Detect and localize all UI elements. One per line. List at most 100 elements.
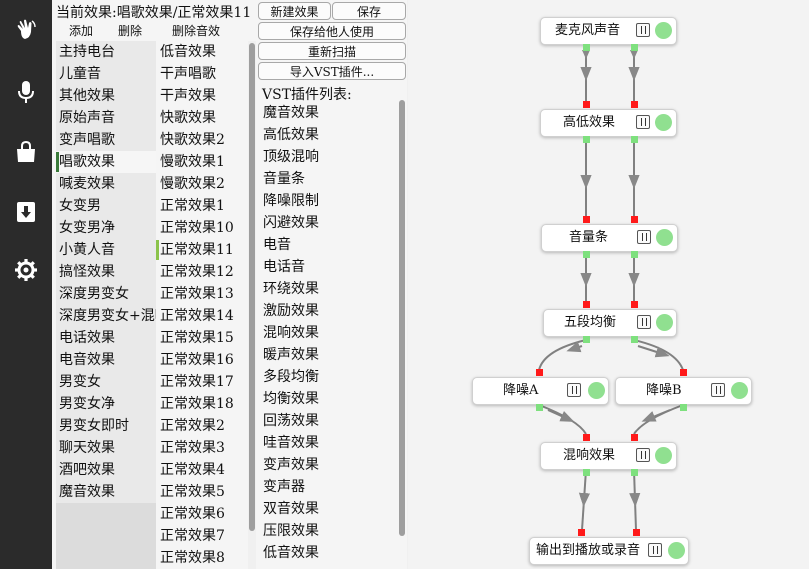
output-port[interactable] <box>583 251 590 258</box>
input-port[interactable] <box>631 101 638 108</box>
vst-plugin-item[interactable]: 变声器 <box>263 479 305 495</box>
category-item[interactable]: 深度男变女 <box>56 283 156 305</box>
category-item[interactable]: 电音效果 <box>56 349 156 371</box>
new-effect-button[interactable]: 新建效果 <box>258 2 331 20</box>
input-port[interactable] <box>631 434 638 441</box>
output-port[interactable] <box>583 44 590 51</box>
sidebar-settings-button[interactable] <box>0 248 52 292</box>
preset-item[interactable]: 正常效果2 <box>160 418 225 434</box>
preset-item[interactable]: 正常效果8 <box>160 550 225 566</box>
vst-plugin-item[interactable]: 高低效果 <box>263 127 319 143</box>
output-port[interactable] <box>583 336 590 343</box>
category-item[interactable]: 男变女净 <box>56 393 156 415</box>
preset-item[interactable]: 正常效果7 <box>160 528 225 544</box>
enable-indicator[interactable] <box>588 382 605 399</box>
enable-indicator[interactable] <box>655 114 672 131</box>
enable-indicator[interactable] <box>656 229 673 246</box>
preset-item[interactable]: 正常效果6 <box>160 506 225 522</box>
vst-plugin-item[interactable]: 激励效果 <box>263 303 319 319</box>
category-item[interactable]: 小黄人音 <box>56 239 156 261</box>
preset-item[interactable]: 正常效果16 <box>160 352 234 368</box>
input-port[interactable] <box>583 434 590 441</box>
preset-item[interactable]: 干声效果 <box>160 88 216 104</box>
sidebar-effects-button[interactable] <box>0 8 52 52</box>
rescan-button[interactable]: 重新扫描 <box>258 42 406 60</box>
add-button[interactable]: 添加 <box>69 24 94 38</box>
category-item[interactable]: 酒吧效果 <box>56 459 156 481</box>
output-port[interactable] <box>631 136 638 143</box>
input-port[interactable] <box>578 529 585 536</box>
input-port[interactable] <box>583 101 590 108</box>
vst-plugin-item[interactable]: 混响效果 <box>263 325 319 341</box>
preset-item[interactable]: 正常效果11 <box>156 239 248 261</box>
vst-plugin-item[interactable]: 哇音效果 <box>263 435 319 451</box>
category-item[interactable]: 唱歌效果 <box>56 151 156 173</box>
node-denoise-b[interactable]: 降噪B <box>615 377 752 405</box>
sidebar-microphone-button[interactable] <box>0 70 52 114</box>
output-port[interactable] <box>583 136 590 143</box>
delete-button[interactable]: 删除 <box>118 24 143 38</box>
vst-plugin-item[interactable]: 顶级混响 <box>263 149 319 165</box>
preset-item[interactable]: 正常效果15 <box>160 330 234 346</box>
output-port[interactable] <box>631 336 638 343</box>
category-item[interactable]: 男变女 <box>56 371 156 393</box>
vst-plugin-item[interactable]: 环绕效果 <box>263 281 319 297</box>
output-port[interactable] <box>583 469 590 476</box>
category-item[interactable]: 主持电台 <box>56 41 156 63</box>
output-port[interactable] <box>631 469 638 476</box>
preset-item[interactable]: 慢歌效果2 <box>160 176 225 192</box>
input-port[interactable] <box>631 216 638 223</box>
preset-item[interactable]: 正常效果10 <box>160 220 234 236</box>
preset-item[interactable]: 正常效果1 <box>160 198 225 214</box>
enable-indicator[interactable] <box>655 22 672 39</box>
enable-indicator[interactable] <box>655 447 672 464</box>
category-item[interactable]: 变声唱歌 <box>56 129 156 151</box>
category-item[interactable]: 原始声音 <box>56 107 156 129</box>
settings-icon[interactable] <box>636 115 650 129</box>
enable-indicator[interactable] <box>731 382 748 399</box>
category-item[interactable]: 女变男净 <box>56 217 156 239</box>
category-item[interactable]: 喊麦效果 <box>56 173 156 195</box>
input-port[interactable] <box>583 301 590 308</box>
preset-item[interactable]: 正常效果12 <box>160 264 234 280</box>
vst-plugin-item[interactable]: 低音效果 <box>263 545 319 561</box>
import-vst-button[interactable]: 导入VST插件... <box>258 62 406 80</box>
settings-icon[interactable] <box>567 383 581 397</box>
vst-plugin-item[interactable]: 闪避效果 <box>263 215 319 231</box>
preset-item[interactable]: 正常效果5 <box>160 484 225 500</box>
input-port[interactable] <box>631 301 638 308</box>
input-port[interactable] <box>633 529 640 536</box>
category-item[interactable]: 其他效果 <box>56 85 156 107</box>
vst-plugin-item[interactable]: 音量条 <box>263 171 305 187</box>
vst-plugin-item[interactable]: 回荡效果 <box>263 413 319 429</box>
vst-plugin-item[interactable]: 双音效果 <box>263 501 319 517</box>
vst-plugin-item[interactable]: 多段均衡 <box>263 369 319 385</box>
vst-plugin-item[interactable]: 暖声效果 <box>263 347 319 363</box>
category-item[interactable]: 搞怪效果 <box>56 261 156 283</box>
vst-scrollbar[interactable] <box>399 100 405 536</box>
settings-icon[interactable] <box>711 383 725 397</box>
node-denoise-a[interactable]: 降噪A <box>472 377 609 405</box>
vst-plugin-item[interactable]: 魔音效果 <box>263 105 319 121</box>
preset-item[interactable]: 快歌效果 <box>160 110 216 126</box>
preset-item[interactable]: 正常效果14 <box>160 308 234 324</box>
input-port[interactable] <box>536 369 543 376</box>
input-port[interactable] <box>583 216 590 223</box>
node-output[interactable]: 输出到播放或录音 <box>529 537 689 565</box>
sidebar-download-button[interactable] <box>0 190 52 234</box>
effect-graph-canvas[interactable]: 麦克风声音 高低效果 音量条 五段均衡 降噪A 降噪B 混响效果 输出到播放或录… <box>408 0 809 569</box>
preset-scrollbar[interactable] <box>248 41 256 569</box>
vst-plugin-item[interactable]: 电音 <box>263 237 291 253</box>
node-mic[interactable]: 麦克风声音 <box>540 17 677 45</box>
vst-plugin-item[interactable]: 降噪限制 <box>263 193 319 209</box>
category-item[interactable]: 电话效果 <box>56 327 156 349</box>
scrollbar-thumb[interactable] <box>249 43 255 531</box>
delete-sound-button[interactable]: 删除音效 <box>172 24 221 38</box>
settings-icon[interactable] <box>637 230 651 244</box>
settings-icon[interactable] <box>637 315 651 329</box>
output-port[interactable] <box>680 404 687 411</box>
category-item[interactable]: 女变男 <box>56 195 156 217</box>
settings-icon[interactable] <box>636 448 650 462</box>
node-volume[interactable]: 音量条 <box>541 224 678 252</box>
category-item[interactable]: 魔音效果 <box>56 481 156 503</box>
